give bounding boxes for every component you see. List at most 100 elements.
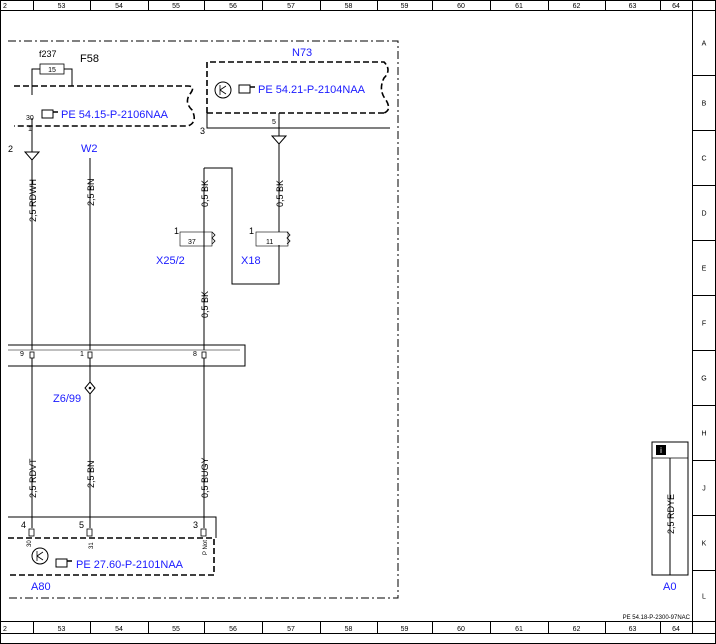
- left-pin-label: 2: [8, 144, 13, 154]
- ruler-label: 55: [172, 3, 180, 10]
- module-boundary: [8, 40, 399, 599]
- svg-text:i: i: [660, 446, 662, 455]
- ruler-label: 60: [457, 626, 465, 633]
- f58-pin-30: 30: [26, 115, 34, 122]
- ruler-label: 56: [229, 626, 237, 633]
- wire-label: 2,5 BN: [86, 460, 96, 488]
- bar-pin-8: 8: [193, 351, 197, 358]
- ruler-label: 62: [573, 3, 581, 10]
- X25-2-connector: 1 37 X25/2: [156, 226, 216, 267]
- wire-label: 2,5 RDWH: [28, 179, 38, 222]
- n73-pin-3: 3: [200, 126, 205, 136]
- w2-label: W2: [81, 143, 98, 155]
- ruler-label: 59: [401, 626, 409, 633]
- ruler-label: 2: [3, 3, 7, 10]
- ruler-label: 58: [345, 626, 353, 633]
- connector-bar: 9 1 8: [8, 344, 246, 367]
- wire-label: 2,5 RDVT: [28, 458, 38, 498]
- a0-wire-label: 2,5 RDYE: [666, 494, 676, 534]
- bar-pin-1: 1: [80, 351, 84, 358]
- x18-pin: 11: [266, 239, 273, 246]
- ruler-row-label: B: [702, 101, 707, 108]
- x18-label: X18: [241, 255, 261, 267]
- ruler-label: 57: [287, 3, 295, 10]
- f58-pin-1: 1: [28, 126, 32, 133]
- a80-pin-4: 4: [21, 520, 26, 530]
- transistor-icon: [214, 81, 232, 99]
- ruler-label: 58: [345, 3, 353, 10]
- ruler-row-label: D: [701, 211, 706, 218]
- a80-label: A80: [31, 581, 51, 593]
- a0-label: A0: [663, 581, 676, 593]
- ruler-row-label: F: [702, 321, 706, 328]
- f237-pin: 15: [48, 67, 56, 74]
- bar-pin-9: 9: [20, 351, 24, 358]
- splice-symbol: [23, 151, 41, 161]
- ruler-label: 64: [672, 3, 680, 10]
- x25-2-pin: 37: [188, 239, 196, 246]
- wires: [31, 144, 280, 528]
- ruler-label: 54: [115, 626, 123, 633]
- ruler-row-label: L: [702, 594, 706, 601]
- bottom-ruler: 2 53 54 55 56 57 58 59 60 61 62 63 64: [0, 621, 716, 634]
- ruler-label: 60: [457, 3, 465, 10]
- a80-ref-link[interactable]: PE 27.60-P-2101NAA: [76, 559, 184, 571]
- ruler-row-label: C: [701, 156, 706, 163]
- wire-label: 2,5 BN: [86, 178, 96, 206]
- f58-label: F58: [80, 53, 99, 65]
- a80-pin-30: 30: [27, 540, 33, 547]
- ruler-label: 62: [573, 626, 581, 633]
- ruler-label: 57: [287, 626, 295, 633]
- wire-label: 0,5 BK: [200, 180, 210, 207]
- a80-pin-5: 5: [79, 520, 84, 530]
- ruler-row-label: E: [702, 266, 707, 273]
- ruler-row-label: G: [701, 376, 706, 383]
- ruler-row-label: J: [702, 486, 706, 493]
- ruler-label: 63: [629, 626, 637, 633]
- wire-label: 0,5 BK: [275, 180, 285, 207]
- ruler-label: 54: [115, 3, 123, 10]
- hand-pointer-icon: [41, 109, 58, 119]
- document-id: PE 54.18-P-2300-97NAC: [623, 615, 691, 621]
- n73-label: N73: [292, 47, 312, 59]
- wire-label: 0,5 BUGY: [200, 457, 210, 498]
- A80-component: 4 5 3 30 31 P Not PE 27.60-P-2101NAA A80: [8, 516, 217, 593]
- n73-pin-5: 5: [272, 119, 276, 126]
- N73-component: N73 3 PE 54.21-P-2104NAA 5: [200, 47, 390, 136]
- ruler-row-label: H: [701, 431, 706, 438]
- splice-symbol: [270, 135, 288, 145]
- ruler-label: 2: [3, 626, 7, 633]
- Z6-99-splice: Z6/99: [53, 381, 96, 405]
- F58-component: F58 f237 15 30 1 PE 54.15-P-2106NAA: [14, 49, 196, 152]
- x25-2-label: X25/2: [156, 255, 185, 267]
- A0-component: i 2,5 RDYE A0: [651, 441, 689, 593]
- transistor-icon: [31, 547, 49, 565]
- x25-2-num: 1: [174, 226, 179, 236]
- f237-label: f237: [39, 49, 57, 59]
- a80-pnot: P Not: [203, 540, 209, 555]
- ruler-label: 55: [172, 626, 180, 633]
- hand-pointer-icon: [238, 84, 255, 94]
- X18-connector: 1 11 X18: [241, 226, 291, 267]
- ruler-row-label: A: [702, 41, 707, 48]
- ruler-label: 53: [58, 626, 66, 633]
- ruler-label: 61: [515, 626, 523, 633]
- hand-pointer-icon: [55, 558, 72, 568]
- ruler-row-label: K: [702, 541, 707, 548]
- ruler-label: 59: [401, 3, 409, 10]
- wire-label: 0,5 BK: [200, 291, 210, 318]
- n73-ref-link[interactable]: PE 54.21-P-2104NAA: [258, 84, 366, 96]
- ruler-label: 53: [58, 3, 66, 10]
- ruler-label: 64: [672, 626, 680, 633]
- f58-ref-link[interactable]: PE 54.15-P-2106NAA: [61, 109, 169, 121]
- x18-num: 1: [249, 226, 254, 236]
- a80-pin-31: 31: [89, 542, 95, 549]
- wire-labels: 2,5 RDWH 2,5 BN 0,5 BK 0,5 BK 0,5 BK 2,5…: [28, 178, 285, 498]
- ruler-label: 63: [629, 3, 637, 10]
- ruler-label: 56: [229, 3, 237, 10]
- z6-99-label: Z6/99: [53, 393, 81, 405]
- right-ruler: A B C D E F G H J K L: [692, 10, 716, 621]
